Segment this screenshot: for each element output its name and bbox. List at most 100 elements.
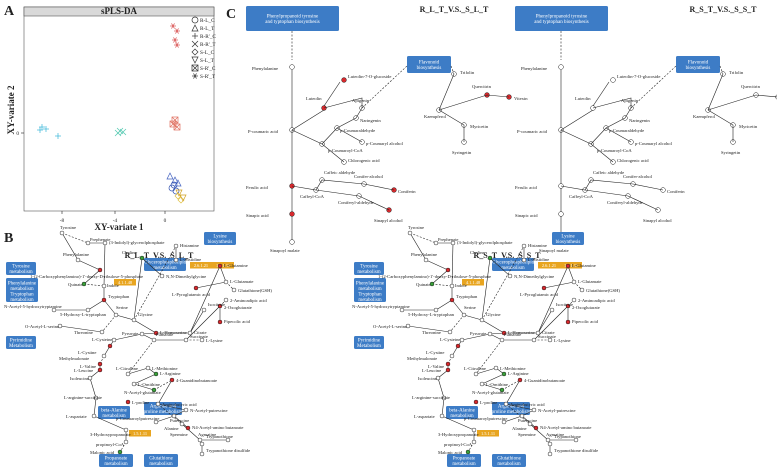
node-label: Pipecolic acid	[224, 319, 251, 324]
metabolite-node	[93, 395, 99, 401]
metabolite-node	[153, 371, 159, 377]
metabolite-node	[217, 303, 223, 309]
metabolite-node	[501, 371, 507, 377]
node-label: Citrate	[542, 330, 555, 335]
panel-b-title: R_S_T_V.S._S_S_T	[474, 251, 542, 260]
pathway-edge	[537, 309, 553, 334]
node-label: Kaempferol	[693, 114, 716, 119]
node-label: Sinapoyl malate	[539, 248, 569, 253]
node-label: Isocitrate	[556, 302, 573, 307]
metabolite-node	[445, 367, 451, 373]
node-label: L-proline	[480, 400, 497, 405]
pathway-edge	[87, 299, 105, 311]
node-label: Serine	[116, 305, 128, 310]
point-sr-c	[169, 120, 177, 128]
node-label: L-Valine	[80, 364, 96, 369]
pathway-box-label: metabolism	[153, 266, 176, 271]
pathway-box-label: and typtophan biosynthesis	[534, 20, 588, 25]
enzyme-ec-bg	[129, 430, 151, 437]
node-label: Glycine	[486, 312, 501, 317]
legend-marker	[191, 16, 199, 24]
point-sr-c	[171, 116, 179, 124]
node-label: p-Coumaroyl-CoA	[597, 148, 632, 153]
pathway-box-label: Metabolism	[357, 344, 381, 349]
pathway-edge	[543, 281, 575, 289]
node-label: Agmatine	[546, 432, 564, 437]
pathway-box-bg	[515, 6, 608, 31]
y-axis-label: XY-variate 2	[6, 85, 16, 134]
metabolite-node	[169, 377, 175, 383]
node-label: Myricetin	[470, 124, 489, 129]
metabolite-node	[99, 329, 105, 335]
metabolite-node	[507, 273, 513, 279]
node-label: Glutathione(GSH)	[238, 288, 272, 293]
node-label: Coniferyl-aldehyde	[607, 200, 643, 205]
pathway-edge	[189, 309, 205, 334]
pathway-edge	[407, 325, 451, 333]
node-label: Chlorogenic acid	[617, 158, 649, 163]
pathway-edge	[291, 179, 395, 191]
node-label: Syringetin	[721, 150, 741, 155]
pathway-edge	[438, 73, 455, 111]
pathway-box-bg	[492, 454, 526, 467]
node-label: L-Pyroglutamic acid	[520, 292, 559, 297]
node-label: Conifer-alcohol	[623, 174, 653, 179]
node-label: Quercitrin	[741, 84, 761, 89]
enzyme-ec-label: 1.5.1.11	[133, 431, 147, 436]
pathway-box-label: Glycerophospholipid	[144, 261, 187, 266]
metabolite-node	[59, 230, 65, 236]
pathway-box-label: Phenylpropanoid tyrosine	[536, 15, 588, 20]
node-label: L-Glutamine	[224, 263, 248, 268]
pathway-edge	[441, 397, 445, 417]
point-rr-c	[37, 127, 43, 133]
node-sinapoyl-malate	[289, 239, 295, 245]
node-label: Serine	[464, 305, 476, 310]
pathway-box-label: biosynthesis	[417, 66, 442, 71]
node-label: L-aspartate	[66, 414, 87, 419]
pathway-box-label: metabolism	[358, 298, 381, 303]
node-label: Quercitrin	[472, 84, 492, 89]
pathway-box-label: Arginine and	[150, 405, 177, 410]
node-label: L-Cysteine	[92, 337, 112, 342]
pathway-edge	[567, 265, 575, 283]
enzyme-ec-box: 2.6.1.21	[538, 262, 560, 269]
pathway-edge	[707, 109, 734, 142]
pathway-edge	[475, 367, 497, 375]
pathway-box-label: Tryptophan	[358, 293, 382, 298]
pathway-box-label: Metabolism	[9, 344, 33, 349]
node-label: Vitexin	[514, 96, 528, 101]
metabolite-node	[97, 367, 103, 373]
metabolite-node	[487, 255, 493, 261]
pathway-box-label: Propanoate	[453, 457, 476, 462]
pathway-edge	[505, 403, 535, 411]
node-label: L-Pyroglutamic acid	[172, 292, 211, 297]
node-label: Myricetin	[739, 124, 758, 129]
metabolite-node	[465, 449, 471, 455]
legend-label: R-L_C	[200, 18, 215, 24]
point-sr-t	[170, 23, 176, 29]
pathway-edge	[133, 257, 143, 321]
metabolite-node	[541, 285, 547, 291]
legend-marker	[191, 64, 199, 72]
metabolite-node	[473, 399, 479, 405]
node-label: p-Coumaryl alcohol	[635, 141, 673, 146]
enzyme-ec-box: 1.5.1.11	[477, 430, 499, 437]
pathway-edge	[463, 314, 483, 321]
node-label: Isocitrate	[208, 302, 225, 307]
pathway-box-label: Phenylalanine	[356, 282, 385, 287]
pathway-edge	[83, 269, 101, 285]
metabolite-node	[535, 330, 541, 336]
point-sr-t	[174, 42, 180, 48]
node-label: Caffeyl-CoA	[300, 194, 325, 199]
metabolite-node	[101, 353, 107, 359]
node-label: N-Acetyl-5-hydroxytryptamine	[352, 304, 410, 309]
pathway-edge	[481, 245, 525, 321]
metabolite-node	[479, 317, 485, 323]
x-tick-label: -4	[113, 218, 118, 224]
node-label: Agmatine	[198, 432, 216, 437]
pathway-edge	[537, 265, 569, 334]
metabolite-node	[217, 319, 223, 325]
x-axis-label: XY-variate 1	[95, 222, 144, 232]
